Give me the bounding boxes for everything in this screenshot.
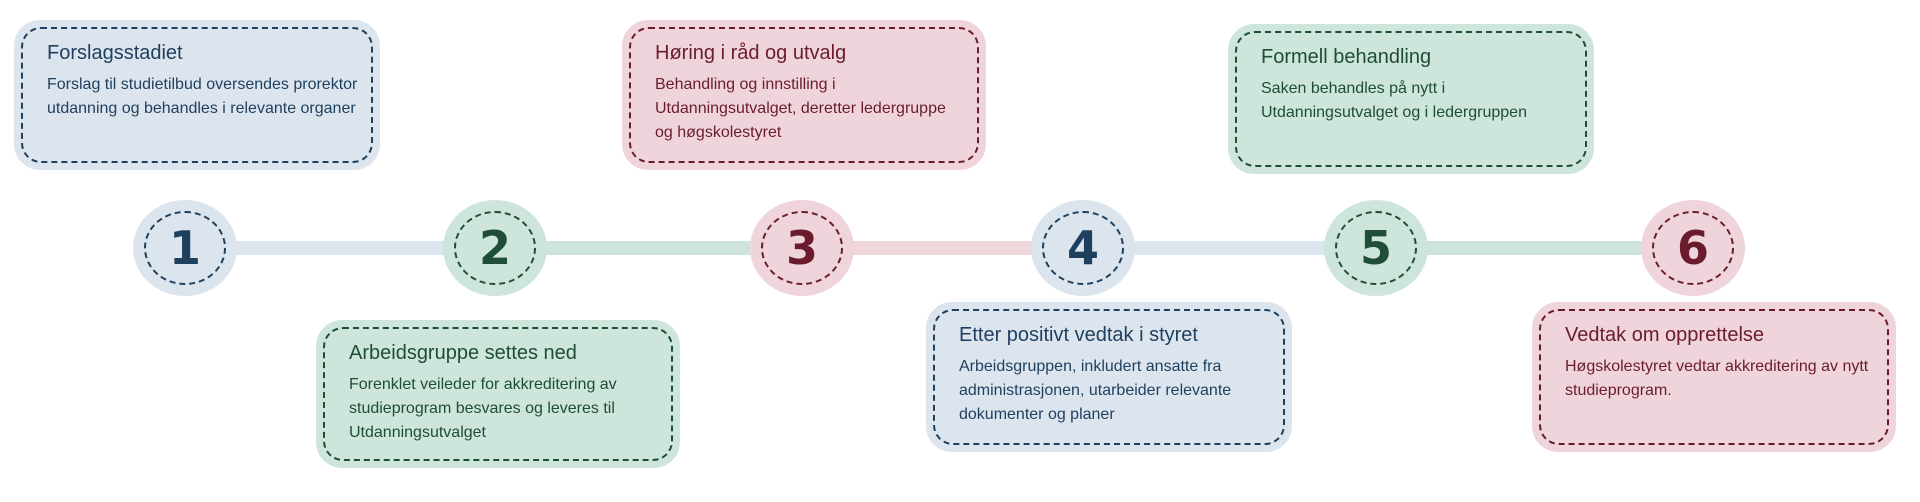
- step-6-ring: 6: [1652, 211, 1734, 285]
- step-2-card-inner: Arbeidsgruppe settes ned Forenklet veile…: [323, 327, 673, 461]
- connector-1-2: [236, 241, 450, 255]
- step-3-card-inner: Høring i råd og utvalg Behandling og inn…: [629, 27, 979, 163]
- step-1-card-inner: Forslagsstadiet Forslag til studietilbud…: [21, 27, 373, 163]
- step-6-node: 6: [1641, 200, 1745, 296]
- step-2-node: 2: [443, 200, 547, 296]
- step-4-node: 4: [1031, 200, 1135, 296]
- step-2-number: 2: [478, 221, 511, 275]
- step-2-card: Arbeidsgruppe settes ned Forenklet veile…: [316, 320, 680, 468]
- step-3-number: 3: [785, 221, 818, 275]
- step-5-node: 5: [1324, 200, 1428, 296]
- step-2-description: Forenklet veileder for akkreditering av …: [349, 376, 617, 441]
- step-5-ring: 5: [1335, 211, 1417, 285]
- step-6-card: Vedtak om opprettelse Høgskolestyret ved…: [1532, 302, 1896, 452]
- step-3-card: Høring i råd og utvalg Behandling og inn…: [622, 20, 986, 170]
- step-4-ring: 4: [1042, 211, 1124, 285]
- connector-3-4: [852, 241, 1034, 255]
- step-5-description: Saken behandles på nytt i Utdanningsutva…: [1261, 80, 1527, 121]
- step-4-card-inner: Etter positivt vedtak i styret Arbeidsgr…: [933, 309, 1285, 445]
- step-1-title: Forslagsstadiet: [47, 42, 183, 64]
- step-5-title: Formell behandling: [1261, 46, 1432, 68]
- step-4-title: Etter positivt vedtak i styret: [959, 324, 1198, 346]
- step-4-number: 4: [1066, 221, 1099, 275]
- step-5-card: Formell behandling Saken behandles på ny…: [1228, 24, 1594, 174]
- step-3-description: Behandling og innstilling i Utdanningsut…: [655, 76, 946, 141]
- connector-4-5: [1130, 241, 1326, 255]
- step-5-card-inner: Formell behandling Saken behandles på ny…: [1235, 31, 1587, 167]
- step-1-number: 1: [168, 221, 201, 275]
- step-1-node: 1: [133, 200, 237, 296]
- step-6-title: Vedtak om opprettelse: [1565, 324, 1765, 346]
- connector-5-6: [1424, 241, 1644, 255]
- step-3-ring: 3: [761, 211, 843, 285]
- step-4-card: Etter positivt vedtak i styret Arbeidsgr…: [926, 302, 1292, 452]
- step-1-description: Forslag til studietilbud oversendes pror…: [47, 76, 358, 117]
- step-1-ring: 1: [144, 211, 226, 285]
- step-4-description: Arbeidsgruppen, inkludert ansatte fra ad…: [959, 358, 1232, 423]
- step-2-ring: 2: [454, 211, 536, 285]
- step-5-number: 5: [1359, 221, 1392, 275]
- step-6-number: 6: [1676, 221, 1709, 275]
- connector-2-3: [544, 241, 758, 255]
- step-3-title: Høring i råd og utvalg: [655, 42, 847, 64]
- step-2-title: Arbeidsgruppe settes ned: [349, 342, 577, 364]
- step-6-description: Høgskolestyret vedtar akkreditering av n…: [1565, 358, 1869, 399]
- step-3-node: 3: [750, 200, 854, 296]
- step-6-card-inner: Vedtak om opprettelse Høgskolestyret ved…: [1539, 309, 1889, 445]
- step-1-card: Forslagsstadiet Forslag til studietilbud…: [14, 20, 380, 170]
